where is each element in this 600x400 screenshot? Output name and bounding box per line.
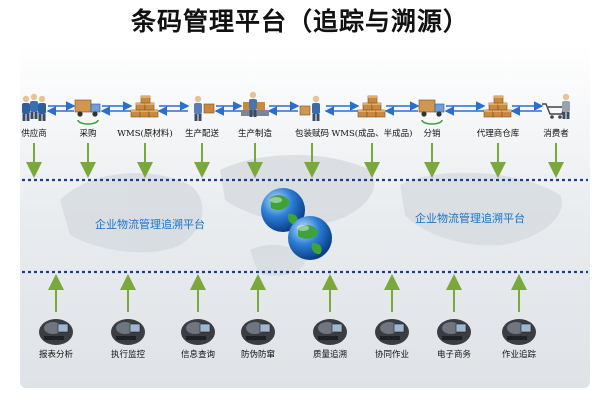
globe-left-icon [261,188,305,232]
computer-user-icon [437,319,471,345]
chain-node-label: WMS(原材料) [117,129,173,139]
computer-user-icon [241,319,275,345]
supplier-people-icon [22,93,46,121]
chain-node-label: 供应商 [21,129,47,139]
platform-label-right: 企业物流管理追溯平台 [415,212,525,225]
chain-node-label: 分销 [423,129,441,139]
boxes-icon [130,95,159,118]
globe-right-icon [288,216,332,260]
consumer-cart-icon [542,93,570,119]
computer-user-icon [111,319,145,345]
function-label: 协同作业 [374,350,410,360]
function-label: 执行监控 [110,350,146,360]
purchase-truck-icon [74,99,101,125]
platform-label-left: 企业物流管理追溯平台 [95,218,205,231]
computer-user-icon [502,319,536,345]
function-label: 防伪防窜 [240,350,276,360]
chain-node-label: 生产配送 [184,129,220,139]
distribution-truck-icon [418,99,445,125]
world-map-watermark [60,155,562,276]
computer-user-icon [313,319,347,345]
chain-node-label: 生产制造 [237,129,273,139]
computer-user-icon [181,319,215,345]
boxes-icon [357,95,386,118]
chain-node-label: 包装赋码 [294,129,330,139]
function-label: 质量追溯 [312,350,348,360]
worker-icon [194,95,215,121]
page-title: 条码管理平台（追踪与溯源） [130,7,469,36]
function-label: 作业追踪 [501,350,537,360]
computer-user-icon [375,319,409,345]
function-label: 电子商务 [436,350,472,360]
function-label: 报表分析 [38,350,74,360]
chain-node-label: 采购 [79,129,97,139]
function-label: 信息查询 [180,350,216,360]
boxes-icon [483,95,512,118]
computer-user-icon [39,319,73,345]
chain-node-label: WMS(成品、半成品) [331,129,413,139]
packing-icon [299,95,320,121]
production-icon [241,91,269,117]
chain-node-label: 消费者 [543,129,569,139]
chain-node-label: 代理商仓库 [476,129,520,139]
